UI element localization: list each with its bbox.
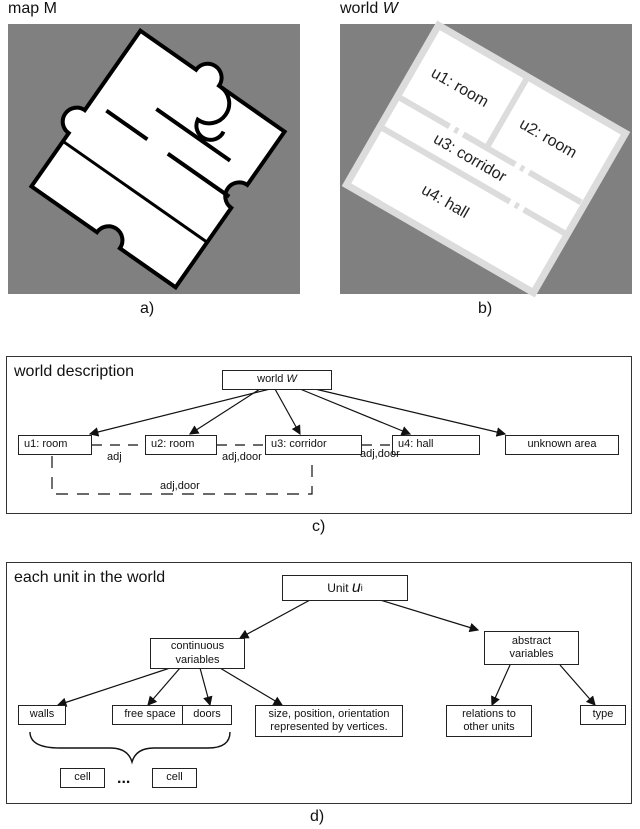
- world-w-drawing: u1: room u2: room u3: corridor u4: hall: [341, 20, 631, 298]
- node-u3-corridor: u3: corridor: [265, 435, 362, 455]
- node-u2-room: u2: room: [145, 435, 217, 455]
- edge-label-u3-u4: adj,door: [360, 448, 400, 460]
- map-m-title: map M: [8, 0, 57, 17]
- free-space-node: free space: [112, 705, 188, 725]
- edge-label-u1-u2: adj: [107, 451, 122, 463]
- unit-title: each unit in the world: [14, 569, 166, 586]
- cell-ellipsis: ...: [117, 770, 131, 787]
- type-node: type: [580, 705, 626, 725]
- node-u4-hall: u4: hall: [392, 435, 480, 455]
- world-description-title: world description: [14, 363, 135, 380]
- world-w-image: u1: room u2: room u3: corridor u4: hall: [340, 20, 632, 298]
- walls-node: walls: [18, 705, 66, 725]
- map-m-image: [8, 24, 300, 294]
- relations-node: relations to other units: [446, 705, 532, 737]
- label-d: d): [310, 808, 325, 825]
- abstract-variables-node: abstract variables: [484, 631, 579, 665]
- map-m-drawing: [28, 27, 288, 291]
- cell-node-left: cell: [60, 768, 105, 788]
- cell-node-right: cell: [152, 768, 197, 788]
- label-a: a): [140, 300, 155, 317]
- unit-frame: [6, 562, 632, 804]
- world-w-title: world W: [340, 0, 398, 17]
- continuous-variables-node: continuous variables: [150, 638, 245, 669]
- node-u1-room: u1: room: [18, 435, 92, 455]
- world-w-root-node: world W: [222, 370, 332, 390]
- label-c: c): [312, 518, 326, 535]
- label-b: b): [478, 300, 493, 317]
- world-description-frame: [6, 356, 632, 514]
- doors-node: doors: [182, 705, 232, 725]
- edge-label-u2-u3: adj,door: [222, 451, 262, 463]
- node-unknown-area: unknown area: [505, 435, 619, 455]
- edge-label-u1-u3: adj,door: [160, 480, 200, 492]
- size-position-node: size, position, orientation represented …: [255, 705, 403, 737]
